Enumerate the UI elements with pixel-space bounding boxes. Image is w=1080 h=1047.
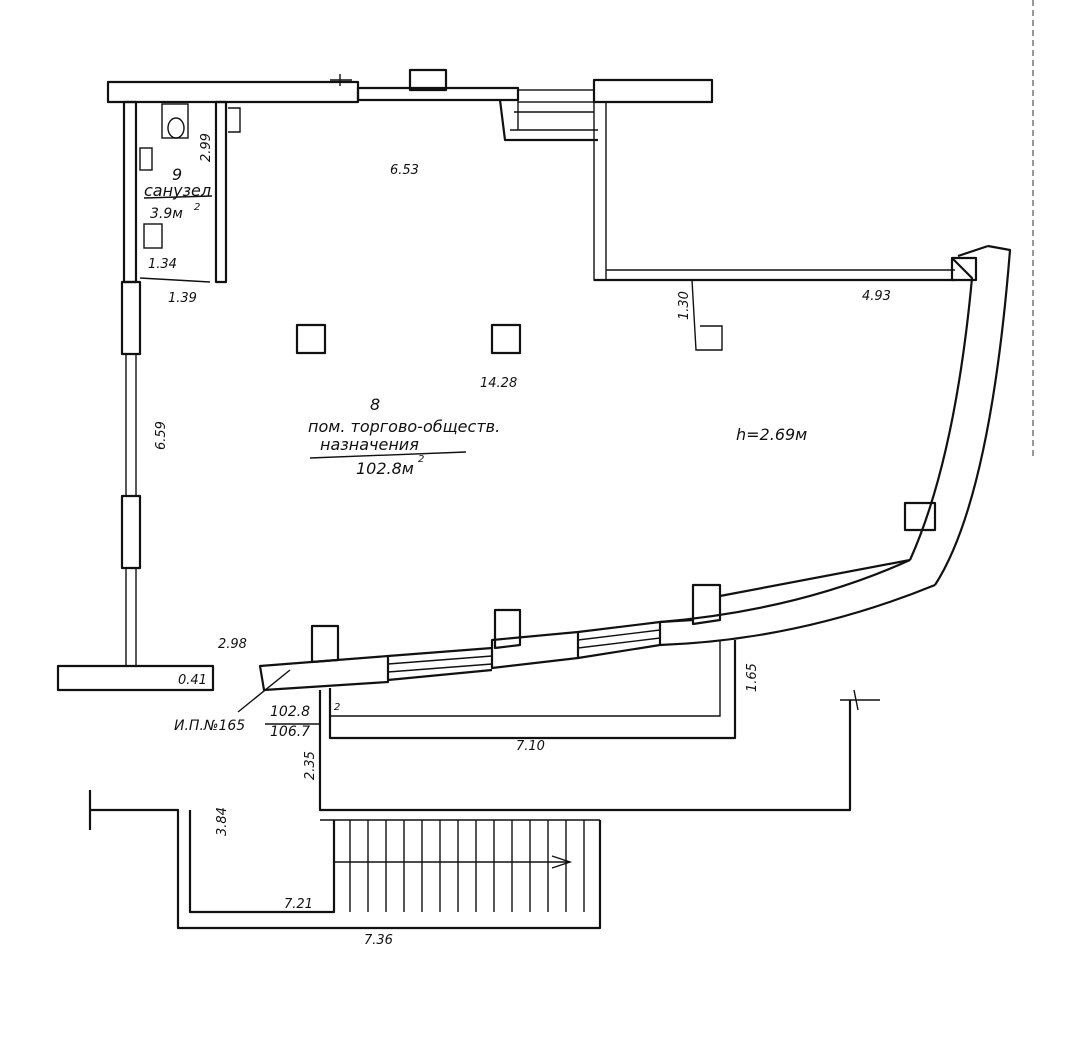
stairs xyxy=(88,790,602,930)
bath-area: 3.9м xyxy=(150,206,183,222)
trade-name-line2: назначения xyxy=(320,435,419,454)
dim-bath-width-a: 1.34 xyxy=(148,257,177,272)
sink-icon xyxy=(139,147,153,171)
porch xyxy=(318,640,880,821)
dim-right-width: 4.93 xyxy=(862,289,891,304)
bottom-wall xyxy=(258,558,911,692)
dim-bath-height: 2.99 xyxy=(199,133,214,162)
dim-wall-thickness: 0.41 xyxy=(178,673,207,688)
bath-area-sup: 2 xyxy=(194,202,200,213)
toilet-icon xyxy=(167,117,185,139)
recess-walls xyxy=(498,99,955,351)
columns xyxy=(295,323,522,355)
dim-stair-offset: 2.35 xyxy=(303,751,318,780)
ceiling-height: h=2.69м xyxy=(736,425,807,444)
left-wall xyxy=(56,100,215,692)
dim-porch-depth: 1.65 xyxy=(745,663,760,692)
column xyxy=(295,323,327,355)
trade-area: 102.8м xyxy=(356,459,414,478)
trade-number: 8 xyxy=(370,395,380,414)
dim-porch-width: 7.10 xyxy=(516,739,545,754)
inventory-area-bottom: 106.7 xyxy=(270,724,310,740)
inventory-area-sup: 2 xyxy=(334,702,340,713)
bath-number: 9 xyxy=(172,165,182,184)
inventory-label: И.П.№165 xyxy=(174,718,245,734)
top-wall xyxy=(106,68,714,104)
dim-stair-outer: 7.36 xyxy=(364,933,393,948)
dim-left-wall: 6.59 xyxy=(154,421,169,450)
curved-wall xyxy=(659,244,1012,647)
trade-name-line1: пом. торгово-обществ. xyxy=(308,417,500,436)
stair-arrow-icon xyxy=(551,855,573,869)
leader-line xyxy=(237,669,291,713)
dim-top-room: 6.53 xyxy=(390,163,419,178)
dim-stair-depth: 3.84 xyxy=(215,807,230,836)
bath-name: санузел xyxy=(144,181,211,200)
dim-bath-width-b: 1.39 xyxy=(168,291,197,306)
dim-main-width: 14.28 xyxy=(480,376,517,391)
dim-stair-inner: 7.21 xyxy=(284,897,313,912)
trade-area-sup: 2 xyxy=(418,454,424,465)
column xyxy=(490,323,522,355)
dim-right-notch: 1.30 xyxy=(677,291,692,320)
bathroom xyxy=(139,100,241,284)
dim-bottom-left: 2.98 xyxy=(218,637,247,652)
inventory-area-top: 102.8 xyxy=(270,704,310,720)
